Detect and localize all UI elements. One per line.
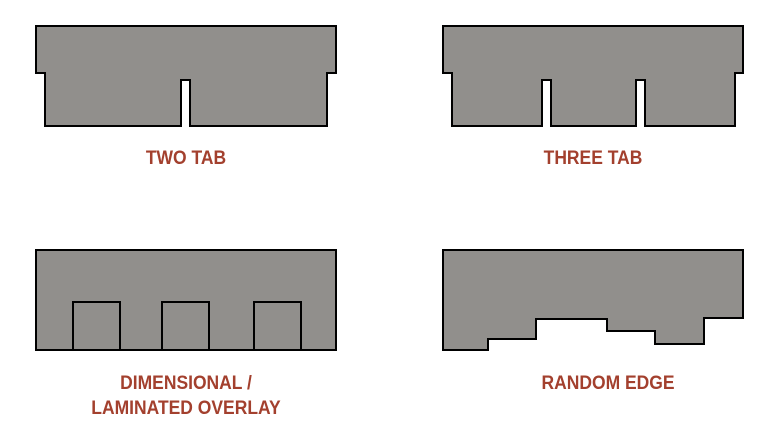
dimensional-label: DIMENSIONAL / LAMINATED OVERLAY	[39, 371, 333, 421]
random-edge-shingle	[442, 249, 744, 351]
dimensional-label-line1: DIMENSIONAL /	[120, 373, 252, 394]
laminated-tab-2	[161, 301, 210, 351]
three-tab-shingle	[442, 25, 744, 127]
two-tab-shingle	[35, 25, 337, 127]
laminated-tab-3	[253, 301, 302, 351]
two-tab-label: TWO TAB	[145, 148, 227, 169]
random-edge-label: RANDOM EDGE	[541, 373, 675, 394]
three-tab-label: THREE TAB	[543, 148, 643, 169]
dimensional-label-line2: LAMINATED OVERLAY	[91, 398, 281, 419]
laminated-tab-1	[72, 301, 121, 351]
